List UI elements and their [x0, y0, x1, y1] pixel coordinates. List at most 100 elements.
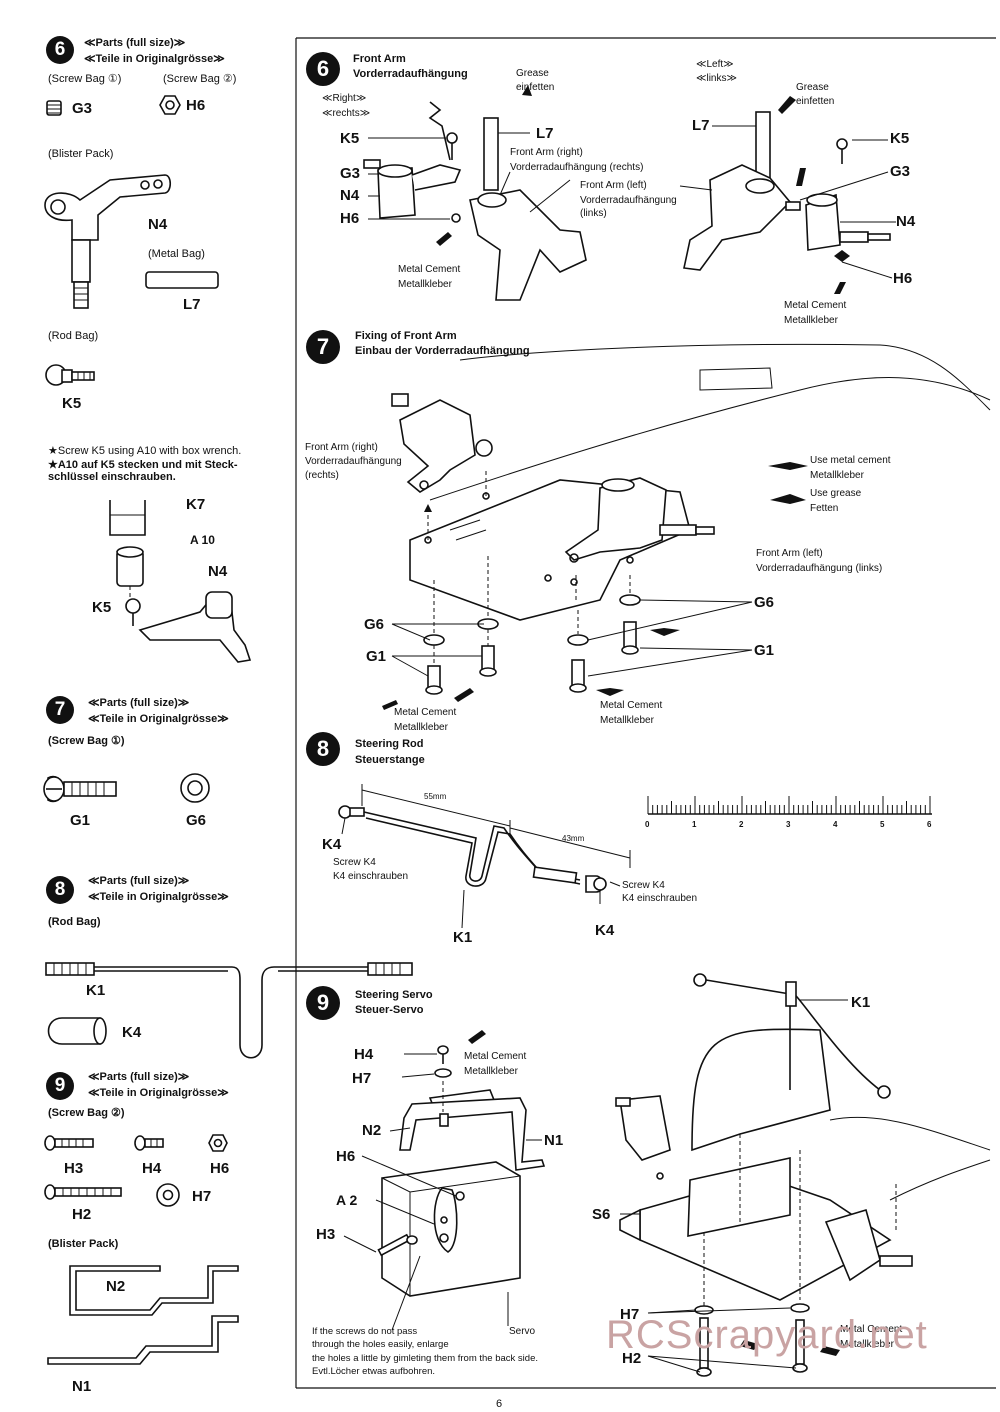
- part-label-n4: N4: [340, 187, 360, 204]
- cement-label: Metal Cement: [600, 700, 663, 711]
- part-label-n1: N1: [72, 1378, 92, 1395]
- part-label-k5: K5: [92, 599, 112, 616]
- part-label-l7: L7: [692, 117, 710, 134]
- step-badge: 7: [46, 696, 74, 724]
- part-label-k5: K5: [890, 130, 910, 147]
- part-label-k1: K1: [851, 994, 871, 1011]
- part-label-a10: A 10: [190, 533, 215, 547]
- part-label-l7: L7: [183, 296, 201, 313]
- part-label-k7: K7: [186, 496, 206, 513]
- arm-right-label-de: Vorderradaufhängung (rechts): [510, 162, 644, 173]
- page-number: 6: [496, 1398, 503, 1410]
- dimension-label: 55mm: [424, 792, 447, 801]
- cement-label: Metal Cement: [840, 1324, 903, 1335]
- cement-label-de: Metallkleber: [464, 1066, 518, 1077]
- part-label-h6: H6: [893, 270, 913, 287]
- ruler-tick-label: 3: [786, 820, 791, 829]
- parts-7-drawings: [43, 773, 210, 803]
- part-label-k4: K4: [595, 922, 615, 939]
- part-label-h7: H7: [192, 1188, 212, 1205]
- parts-heading-de: ≪Teile in Originalgrösse≫: [88, 1087, 229, 1099]
- parts-8-drawings: [45, 962, 413, 1059]
- grease-label-de: einfetten: [516, 82, 555, 93]
- part-label-g6: G6: [364, 616, 385, 633]
- rod-bag-label: (Rod Bag): [48, 916, 101, 928]
- part-label-g3: G3: [340, 165, 361, 182]
- screw-note-de: K4 einschrauben: [333, 871, 409, 882]
- step-title-en: Steering Servo: [355, 989, 433, 1001]
- part-label-h6: H6: [186, 97, 206, 114]
- part-label-h4: H4: [354, 1046, 374, 1063]
- part-label-k4: K4: [322, 836, 342, 853]
- step-title-en: Steering Rod: [355, 738, 424, 750]
- fixing-front-arm-drawing: [382, 343, 991, 710]
- arm-left-label: Front Arm (left): [580, 180, 647, 191]
- front-arm-drawing: [363, 85, 896, 301]
- cement-label-de: Metallkleber: [398, 279, 452, 290]
- parts-heading-en: ≪Parts (full size)≫: [88, 697, 190, 709]
- ruler: [647, 796, 931, 814]
- assembly-note: schlüssel einschrauben.: [48, 471, 176, 483]
- part-label-g1: G1: [70, 812, 91, 829]
- part-label-k1: K1: [86, 982, 106, 999]
- gimlet-note: the holes a little by gimleting them fro…: [312, 1353, 539, 1364]
- part-label-k5: K5: [340, 130, 360, 147]
- legend-cement-label: Use metal cement: [810, 455, 891, 466]
- part-label-l7: L7: [536, 125, 554, 142]
- ruler-tick-label: 1: [692, 820, 697, 829]
- part-label-h6: H6: [210, 1160, 230, 1177]
- part-label-k1: K1: [453, 929, 473, 946]
- step-title-de: Einbau der Vorderradaufhängung: [355, 345, 530, 357]
- ruler-tick-label: 4: [833, 820, 838, 829]
- arm-left-label: Front Arm (left): [756, 548, 823, 559]
- ruler-tick-label: 0: [645, 820, 650, 829]
- gimlet-note: If the screws do not pass: [312, 1326, 418, 1337]
- step-badge: 6: [46, 36, 74, 64]
- part-label-n2: N2: [106, 1278, 126, 1295]
- parts-heading-en: ≪Parts (full size)≫: [88, 875, 190, 887]
- step-badge: 9: [306, 986, 340, 1020]
- arm-right-label-de: Vorderradaufhängung: [305, 456, 402, 467]
- part-label-k4: K4: [122, 1024, 142, 1041]
- parts-9-drawings: [44, 1134, 239, 1365]
- parts-heading-de: ≪Teile in Originalgrösse≫: [84, 53, 225, 65]
- cement-label-de: Metallkleber: [600, 715, 654, 726]
- screw-bag-label: (Screw Bag ①): [48, 73, 122, 85]
- parts-heading-de: ≪Teile in Originalgrösse≫: [88, 891, 229, 903]
- watermark: RCScrapyard.net: [606, 1313, 928, 1357]
- part-label-g3: G3: [890, 163, 911, 180]
- screw-bag-label: (Screw Bag ②): [48, 1107, 125, 1119]
- step-badge: 8: [306, 732, 340, 766]
- screw-note: Screw K4: [622, 880, 665, 891]
- cement-label: Metal Cement: [398, 264, 461, 275]
- assembly-note: ★A10 auf K5 stecken und mit Steck-: [48, 459, 238, 471]
- gimlet-note: through the holes easily, enlarge: [312, 1339, 449, 1350]
- part-label-h3: H3: [64, 1160, 84, 1177]
- part-label-h6: H6: [340, 210, 360, 227]
- step-title-en: Front Arm: [353, 53, 406, 65]
- cement-label: Metal Cement: [464, 1051, 527, 1062]
- part-label-n4: N4: [148, 216, 168, 233]
- part-label-g1: G1: [754, 642, 775, 659]
- arm-left-label-de: (links): [580, 208, 607, 219]
- part-label-h4: H4: [142, 1160, 162, 1177]
- parts-6-drawings: [44, 95, 252, 663]
- part-label-h7: H7: [620, 1306, 640, 1323]
- blister-pack-label: (Blister Pack): [48, 1238, 119, 1250]
- gimlet-note-de: Evtl.Löcher etwas aufbohren.: [312, 1366, 436, 1377]
- ruler-tick-label: 5: [880, 820, 885, 829]
- part-label-h7: H7: [352, 1070, 372, 1087]
- legend-cement-label-de: Metallkleber: [810, 470, 864, 481]
- part-label-g6: G6: [186, 812, 207, 829]
- screw-note-de: K4 einschrauben: [622, 893, 698, 904]
- part-label-h3: H3: [316, 1226, 336, 1243]
- step-badge: 7: [306, 330, 340, 364]
- grease-label-de: einfetten: [796, 96, 835, 107]
- cement-label: Metal Cement: [394, 707, 457, 718]
- steering-rod-drawing: [338, 784, 932, 929]
- parts-heading-en: ≪Parts (full size)≫: [88, 1071, 190, 1083]
- part-label-a2: A 2: [336, 1192, 358, 1208]
- part-label-n4: N4: [896, 213, 916, 230]
- arm-right-label: Front Arm (right): [305, 442, 378, 453]
